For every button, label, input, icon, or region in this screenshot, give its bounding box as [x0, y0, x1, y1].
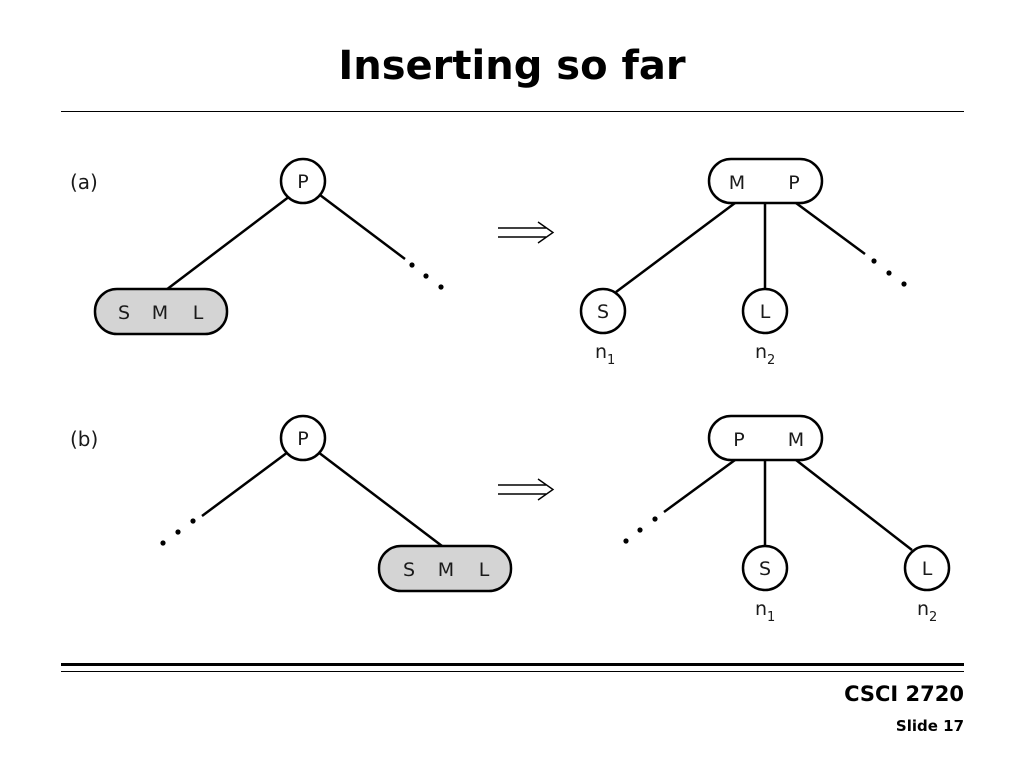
node-mp-key-p: P — [788, 172, 799, 194]
node-sml-key-s: S — [403, 559, 415, 581]
edge-mp-to-right-subtree — [795, 201, 866, 256]
node-sml-key-m: M — [152, 302, 168, 324]
part-b-before-tree: P S M L — [160, 414, 513, 593]
node-sml-key-l: L — [479, 559, 490, 581]
node-p — [279, 414, 327, 462]
ellipsis-dot — [901, 281, 907, 287]
course-code: CSCI 2720 — [844, 682, 964, 706]
node-mp-key-m: M — [729, 172, 745, 194]
node-s-caption: n1 — [755, 598, 775, 625]
node-p-key: P — [297, 171, 308, 193]
node-l-key: L — [922, 558, 933, 580]
node-pm-key-m: M — [788, 429, 804, 451]
node-s — [741, 544, 789, 592]
part-a-after-tree: M P S n1 L n2 — [579, 157, 907, 368]
part-a-arrow — [498, 221, 555, 244]
ellipsis-dot — [160, 540, 166, 546]
ellipsis-dot — [423, 273, 429, 279]
node-p — [279, 157, 327, 205]
node-sml-overfull — [93, 287, 229, 336]
node-pm — [707, 414, 824, 462]
ellipsis-dot — [637, 527, 643, 533]
edge-mp-to-s — [615, 201, 736, 294]
node-sml-key-s: S — [118, 302, 130, 324]
ellipsis-dot — [438, 284, 444, 290]
part-a-label: (a) — [70, 170, 98, 194]
node-s-key: S — [759, 558, 771, 580]
node-sml-overfull — [377, 544, 513, 593]
edge-p-to-right-subtree — [319, 194, 406, 260]
node-l-caption: n2 — [917, 598, 937, 625]
edge-p-to-sml — [165, 195, 291, 291]
slide-number: Slide 17 — [895, 717, 964, 735]
ellipsis-dot — [409, 262, 415, 268]
node-sml-key-l: L — [193, 302, 204, 324]
node-sml-key-m: M — [438, 559, 454, 581]
ellipsis-dot — [652, 516, 658, 522]
node-l-caption: n2 — [755, 341, 775, 368]
footer-divider-thin — [61, 671, 964, 672]
node-l-key: L — [760, 301, 771, 323]
ellipsis-dot — [886, 270, 892, 276]
edge-p-to-sml — [317, 451, 443, 547]
node-s-caption: n1 — [595, 341, 615, 368]
part-b-arrow — [498, 478, 555, 501]
ellipsis-dot — [623, 538, 629, 544]
footer-divider-thick — [61, 663, 964, 666]
node-l — [741, 287, 789, 335]
edge-pm-to-l — [795, 459, 913, 551]
node-l — [903, 544, 951, 592]
ellipsis-dot — [175, 529, 181, 535]
node-s-key: S — [597, 301, 609, 323]
node-mp — [707, 157, 824, 205]
part-b-label: (b) — [70, 427, 98, 451]
part-a-before-tree: P S M L — [93, 157, 444, 336]
edge-p-to-left-subtree — [201, 450, 289, 518]
node-pm-key-p: P — [733, 429, 744, 451]
title-divider — [61, 111, 964, 112]
tree-diagram: (a) P S M L M P S n1 L n2 — [70, 157, 951, 625]
ellipsis-dot — [190, 518, 196, 524]
slide-title: Inserting so far — [338, 43, 686, 89]
part-b-after-tree: P M S n1 L n2 — [623, 414, 951, 625]
node-s — [579, 287, 627, 335]
edge-pm-to-left-subtree — [663, 458, 736, 514]
node-p-key: P — [297, 428, 308, 450]
ellipsis-dot — [871, 258, 877, 264]
